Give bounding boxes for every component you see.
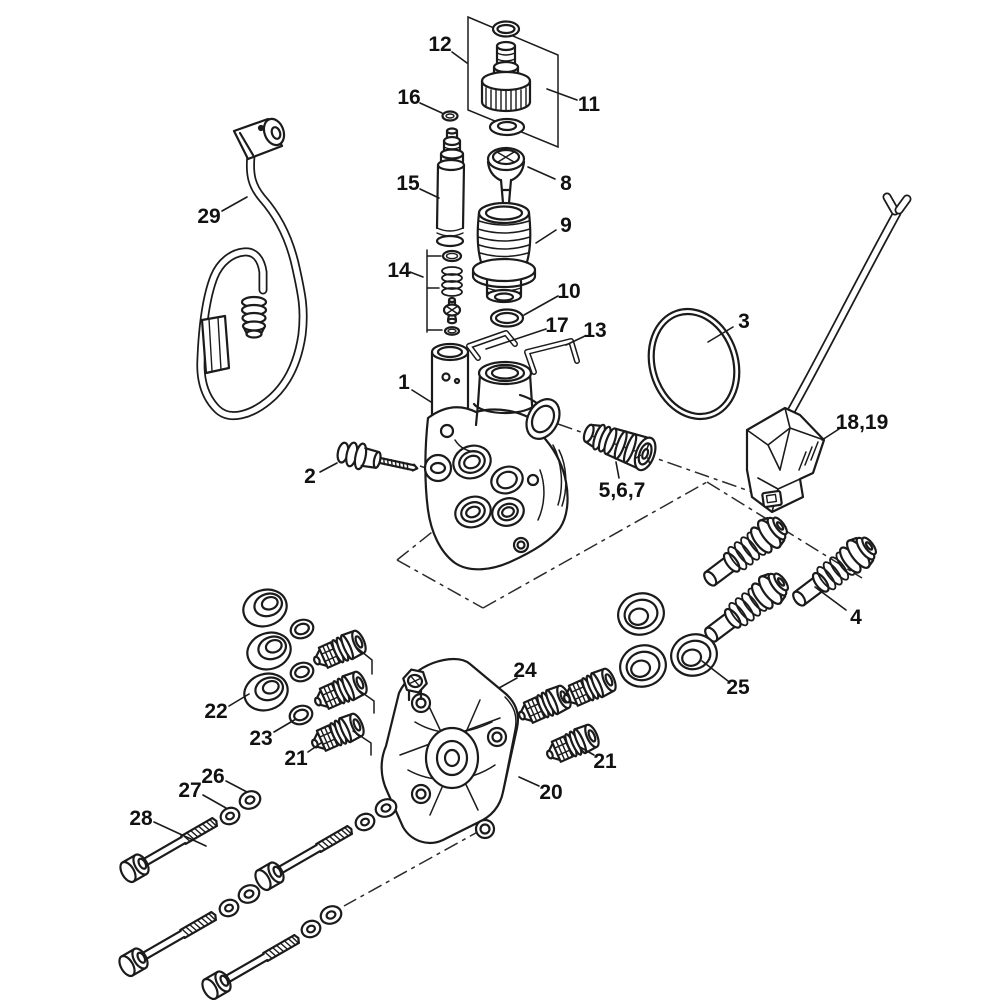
lock-washer-27: [298, 916, 324, 942]
gasket-plate-12: [467, 15, 559, 149]
flat-washer-26: [235, 787, 265, 813]
callout-17: 17: [545, 314, 568, 337]
callout-16: 16: [397, 86, 420, 109]
bushing: [238, 666, 294, 718]
callout-25: 25: [726, 676, 750, 699]
callout-11: 11: [578, 93, 601, 116]
bushing-set-22: [237, 582, 297, 718]
callout-1819: 18,19: [836, 411, 889, 434]
retainer-clip-17: [466, 330, 518, 361]
hose-sleeve: [200, 314, 231, 375]
valve-set-21-left: [306, 626, 375, 758]
valve-kit-14: [441, 249, 463, 336]
callout-8: 8: [560, 172, 572, 195]
callout-2: 2: [304, 465, 316, 488]
lock-washer-27: [216, 895, 242, 921]
lock-washer-27: [352, 809, 378, 835]
flat-washer-26: [316, 902, 346, 928]
hose-barb-fitting: [240, 295, 268, 339]
callout-labels: 12 11 16 15 8 9 14 10 17 13 1 2 3 5,6,7 …: [129, 33, 888, 830]
callout-21-left: 21: [284, 747, 308, 770]
callout-23: 23: [249, 727, 272, 750]
callout-20: 20: [539, 781, 562, 804]
pump-cover-20: [380, 657, 520, 844]
valve-seat-8: [486, 146, 526, 210]
oring-top: [491, 20, 521, 38]
pump-head-1: [423, 342, 569, 571]
oring-10: [489, 308, 525, 328]
callout-29: 29: [197, 205, 220, 228]
bolt: [198, 927, 305, 1000]
callout-4: 4: [850, 606, 862, 629]
callout-9: 9: [560, 214, 572, 237]
callout-1: 1: [398, 371, 410, 394]
callout-28: 28: [129, 807, 153, 830]
callout-26: 26: [201, 765, 224, 788]
bracket-14: [426, 249, 443, 333]
threaded-fitting-9: [471, 201, 537, 304]
callout-13: 13: [583, 319, 606, 342]
plunger-15: [435, 127, 466, 248]
valve-cartridge: [513, 681, 575, 730]
seal-set: [612, 587, 723, 693]
flat-washer-26: [234, 881, 264, 907]
seal: [612, 587, 670, 641]
seal: [614, 639, 672, 693]
unloader-valve-567: [582, 423, 657, 472]
oring-3: [647, 307, 741, 421]
oring: [287, 615, 317, 643]
hose-connector-11: [480, 40, 532, 113]
bushing: [241, 625, 297, 677]
callout-10: 10: [557, 280, 580, 303]
callout-22: 22: [204, 700, 227, 723]
bolt: [251, 818, 358, 894]
bypass-hose-29: [196, 117, 308, 421]
callout-3: 3: [738, 310, 750, 333]
bushing: [237, 582, 293, 634]
piston-assembly-4: [695, 509, 884, 652]
callout-24: 24: [513, 659, 537, 682]
oring-set-23: [286, 615, 317, 729]
callout-21-right: 21: [593, 750, 617, 773]
bolt: [115, 904, 222, 980]
chemical-valve-2: [336, 441, 419, 472]
washer-set: [216, 787, 401, 942]
callout-567: 5,6,7: [599, 479, 646, 502]
oring: [287, 658, 317, 686]
callout-12: 12: [428, 33, 451, 56]
oring-16: [441, 110, 459, 122]
retainer-clip-13: [524, 338, 580, 375]
pressure-switch-1819: [745, 192, 912, 514]
lock-washer-27: [217, 803, 243, 829]
washer-11: [488, 117, 526, 137]
leader-lines: [153, 51, 847, 847]
callout-14: 14: [387, 259, 411, 282]
oring: [286, 701, 316, 729]
callout-15: 15: [396, 172, 420, 195]
callout-27: 27: [178, 779, 201, 802]
